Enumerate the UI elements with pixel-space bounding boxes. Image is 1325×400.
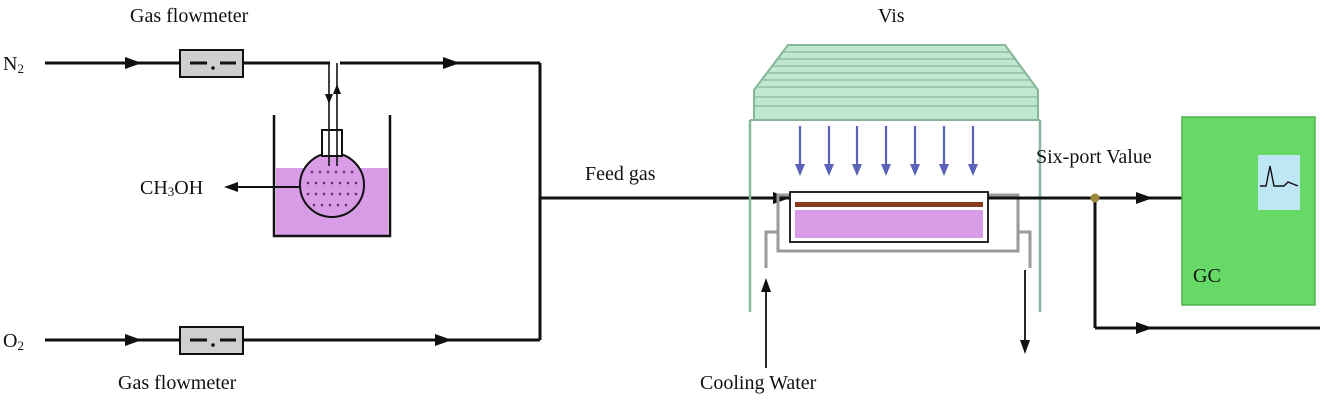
gas-flowmeter-top-label: Gas flowmeter (130, 5, 249, 27)
o2-line (45, 334, 540, 346)
ch3oh-label-b: OH (174, 177, 203, 199)
gas-flowmeter-top (179, 49, 244, 78)
cooling-water-label: Cooling Water (700, 372, 817, 394)
gc-screen (1258, 155, 1300, 210)
vis-label: Vis (878, 5, 905, 27)
six-port-valve (1090, 193, 1100, 203)
o2-label: O2 (3, 330, 24, 353)
o2-label-main: O (3, 330, 17, 352)
light-arrow-heads (795, 164, 978, 176)
photoreactor (764, 191, 1032, 268)
feed-gas-line (540, 192, 790, 204)
gc-peak (1260, 165, 1299, 187)
outlet-line (988, 192, 1320, 334)
ch3oh-label-a: CH (140, 177, 168, 199)
ch3oh-label-sub: 3 (168, 184, 175, 199)
ch3oh-label: CH3OH (140, 177, 203, 199)
o2-label-sub: 2 (17, 338, 24, 353)
cooling-water-out-arrow (1020, 270, 1030, 354)
ch3oh-arrow (224, 182, 300, 192)
feed-gas-label: Feed gas (585, 163, 656, 185)
n2-label-main: N (3, 53, 17, 75)
n2-label: N2 (3, 53, 24, 76)
bubbler-flask (299, 63, 365, 218)
gc-label: GC (1193, 265, 1221, 287)
light-arrows (798, 126, 975, 168)
six-port-label: Six-port Value (1036, 146, 1152, 168)
gas-flowmeter-bottom (179, 326, 244, 355)
cooling-water-in-arrow (761, 278, 771, 368)
gc-instrument (1181, 116, 1316, 306)
n2-label-sub: 2 (17, 61, 24, 76)
gas-flowmeter-bottom-label: Gas flowmeter (118, 372, 237, 394)
n2-line (45, 57, 542, 340)
vis-lamp (748, 44, 1042, 312)
